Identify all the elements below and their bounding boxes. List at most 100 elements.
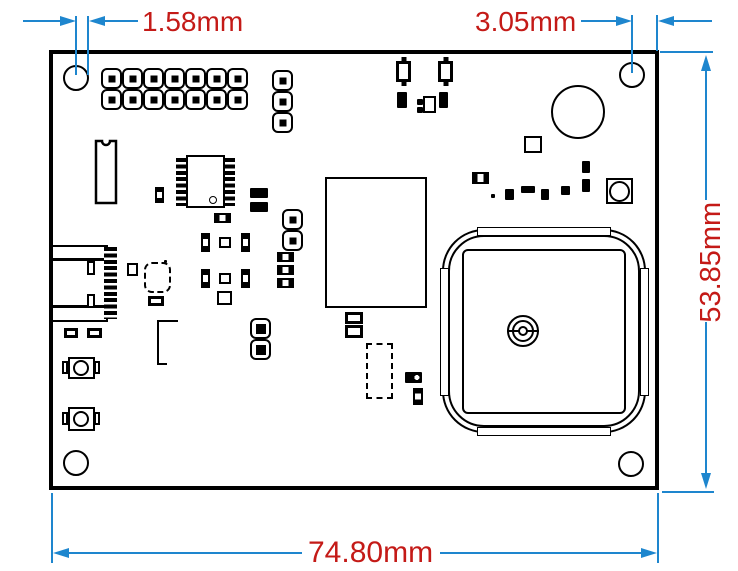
large-round-component: [551, 85, 605, 139]
passive-component: [241, 233, 250, 252]
dim-extension-line: [662, 491, 714, 493]
header-pin: [185, 68, 206, 89]
dim-arrow: [701, 55, 711, 71]
header-pin: [250, 339, 271, 360]
passive-component: [582, 161, 590, 173]
dim-extension-line: [51, 493, 53, 563]
usb-c-pad: [87, 294, 95, 308]
smd-pad: [345, 325, 363, 338]
passive-component: [521, 186, 535, 193]
dim-line: [581, 20, 617, 22]
mounting-hole-bottom-right: [618, 451, 644, 477]
passive-component: [201, 233, 210, 252]
gps-antenna-patch: [462, 249, 626, 414]
push-button-2-actuator: [73, 411, 89, 427]
passive-component: [397, 92, 407, 108]
solder-jumper: [250, 202, 268, 212]
mounting-hole-bottom-left: [63, 450, 89, 476]
header-pin: [122, 68, 143, 89]
silkscreen-bracket: [157, 363, 167, 365]
sot-tab: [417, 107, 423, 113]
dim-arrow: [701, 473, 711, 489]
dim-line: [440, 552, 641, 554]
push-button-3-actuator: [609, 181, 630, 202]
antenna-tab-left: [440, 268, 449, 396]
dim-line: [705, 69, 707, 200]
dim-line: [674, 20, 712, 22]
led-footprint: [396, 61, 411, 82]
header-pin: [282, 230, 303, 251]
passive-component: [148, 296, 164, 306]
header-pin: [250, 318, 271, 339]
passive-component: [505, 189, 514, 200]
resistor: [277, 265, 294, 275]
antenna-tab-bottom: [477, 427, 611, 436]
usb-c-shell-line: [53, 305, 106, 308]
ic-pins-right: [225, 158, 235, 206]
dim-arrow: [60, 16, 76, 26]
header-pin: [206, 89, 227, 110]
silkscreen-dot: [491, 194, 495, 198]
dimension-label-bottom: 74.80mm: [308, 536, 434, 569]
dnp-component-outline: [366, 343, 393, 399]
notched-package: [94, 139, 118, 205]
silkscreen-dot: [164, 260, 167, 263]
dim-extension-line: [75, 16, 77, 75]
passive-component: [413, 388, 423, 405]
antenna-feed-center: [518, 326, 528, 336]
dim-arrow: [89, 16, 105, 26]
silkscreen-bracket: [157, 320, 159, 365]
dim-extension-line: [631, 15, 633, 73]
ic-pin1-dot: [209, 196, 217, 204]
resistor: [214, 213, 231, 223]
sot-component: [423, 96, 436, 113]
solder-jumper: [250, 188, 268, 198]
dimension-label-top-right: 3.05mm: [475, 6, 577, 37]
header-pin: [282, 209, 303, 230]
header-pin: [185, 89, 206, 110]
passive-component: [127, 263, 138, 276]
passive-component: [217, 291, 232, 305]
resistor: [472, 172, 489, 184]
dim-line: [705, 322, 707, 474]
button-tab: [94, 361, 100, 374]
push-button-1-actuator: [73, 360, 89, 376]
dim-extension-line: [656, 15, 658, 51]
crystal-footprint: [144, 262, 171, 293]
usb-c-pad: [87, 261, 95, 275]
passive-component: [439, 92, 448, 108]
passive-component: [561, 186, 570, 195]
ic-pins-left: [176, 158, 186, 206]
header-pin: [272, 70, 293, 91]
button-tab: [62, 412, 68, 425]
smd-pad: [87, 328, 102, 338]
resistor: [277, 252, 294, 262]
header-pin: [101, 89, 122, 110]
passive-component: [219, 273, 231, 284]
smd-pad: [64, 328, 78, 338]
dim-arrow: [658, 16, 674, 26]
passive-component: [155, 187, 164, 203]
passive-component: [201, 269, 210, 288]
header-pin: [206, 68, 227, 89]
smd-pad: [345, 312, 363, 324]
pin-header-1x3: [272, 70, 293, 133]
dim-arrow: [53, 548, 69, 558]
header-pin: [272, 91, 293, 112]
sot-tab: [417, 99, 423, 105]
antenna-tab-top: [477, 227, 611, 236]
usb-c-shell-line: [53, 258, 106, 261]
header-pin: [143, 68, 164, 89]
pin-header-1x2-a: [282, 209, 303, 251]
dim-extension-line: [657, 493, 659, 563]
pin-header-2x7: [101, 68, 248, 110]
dimension-label-top-left: 1.58mm: [142, 6, 244, 37]
passive-component: [582, 179, 590, 192]
passive-component: [541, 189, 549, 200]
button-tab: [62, 361, 68, 374]
header-pin: [101, 68, 122, 89]
header-pin: [122, 89, 143, 110]
button-tab: [94, 412, 100, 425]
gps-module: [325, 177, 427, 308]
passive-component: [219, 237, 231, 248]
